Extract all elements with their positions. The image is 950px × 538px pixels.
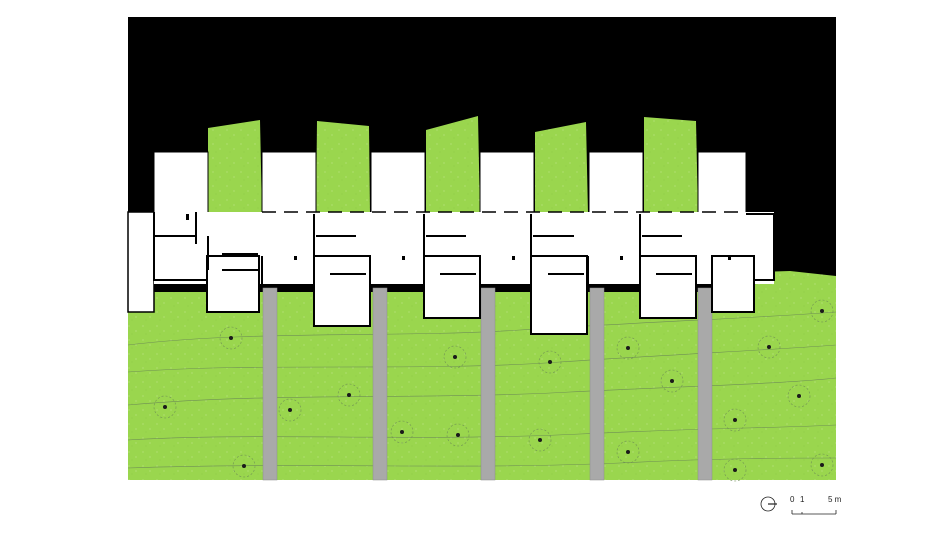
- tree-symbol-icon: [232, 454, 256, 478]
- tree-symbol-icon: [443, 345, 467, 369]
- tree-symbol-icon: [219, 326, 243, 350]
- tree-symbol-icon: [723, 458, 747, 482]
- scale-label-5m: 5 m: [828, 495, 842, 504]
- tree-symbol-icon: [337, 383, 361, 407]
- tree-symbol-icon: [616, 336, 640, 360]
- tree-symbol-icon: [528, 428, 552, 452]
- north-arrow-icon: [760, 496, 777, 512]
- tree-symbol-icon: [723, 408, 747, 432]
- terrace-houses: [127, 151, 775, 335]
- garden-paths: [262, 287, 713, 481]
- back-garden: [535, 122, 588, 214]
- scale-bar: 0 1 5 m: [790, 495, 842, 515]
- tree-symbol-icon: [616, 440, 640, 464]
- upper-volumes: [153, 151, 747, 215]
- fixtures: [186, 214, 731, 260]
- contour-lines: [127, 311, 837, 469]
- tree-symbol-icon: [810, 299, 834, 323]
- back-garden: [644, 117, 698, 214]
- scale-label-1: 1: [800, 495, 805, 504]
- back-gardens: [208, 116, 698, 214]
- house-end-block: [127, 211, 155, 313]
- tree-symbol-icon: [787, 384, 811, 408]
- scale-label-0: 0: [790, 495, 795, 504]
- garden-path: [372, 287, 388, 481]
- tree-symbol-icon: [390, 420, 414, 444]
- garden-path: [697, 287, 713, 481]
- tree-symbol-icon: [446, 423, 470, 447]
- interior-walls: [153, 212, 775, 292]
- tree-symbol-icon: [810, 453, 834, 477]
- tree-symbol-icon: [153, 395, 177, 419]
- tree-symbol-icon: [660, 369, 684, 393]
- tree-symbol-icon: [538, 350, 562, 374]
- tree-symbol-icon: [757, 335, 781, 359]
- front-room: [313, 255, 371, 327]
- front-room: [423, 255, 481, 319]
- garden-path: [480, 287, 496, 481]
- front-room: [530, 255, 588, 335]
- front-room: [206, 255, 260, 313]
- trees: [153, 299, 834, 482]
- tree-symbol-icon: [278, 398, 302, 422]
- front-room: [711, 255, 755, 313]
- back-garden: [316, 121, 370, 214]
- back-garden: [208, 120, 262, 214]
- garden-path: [262, 287, 278, 481]
- back-garden: [426, 116, 480, 214]
- front-room: [639, 255, 697, 319]
- garden-path: [589, 287, 605, 481]
